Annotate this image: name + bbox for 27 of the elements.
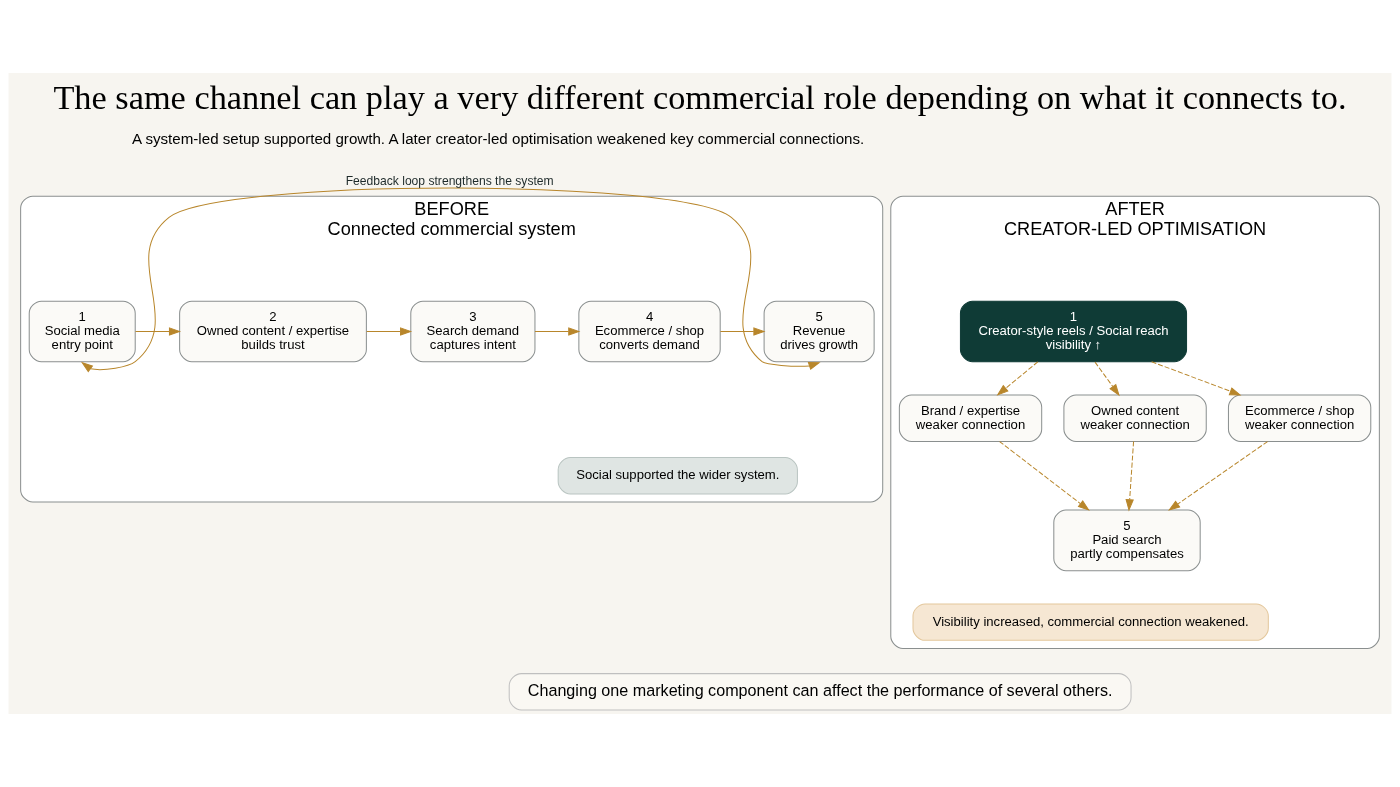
- arrow: [135, 327, 182, 336]
- node-box: 4 Ecommerce / shop converts demand: [578, 300, 721, 363]
- node-box: Changing one marketing component can affect the performance of several others.: [508, 673, 1132, 711]
- node-box: Visibility increased, commercial connection weakened.: [912, 603, 1269, 641]
- label: A system-led setup supported growth. A later creator-led optimisation weakened key commercial connections.: [131, 130, 865, 148]
- node-box: 3 Search demand captures intent: [410, 300, 536, 363]
- node-box: 1 Creator-style reels / Social reach visibility ↑: [959, 300, 1188, 363]
- node-box: Brand / expertise weaker connection: [898, 394, 1043, 442]
- arrow: [81, 187, 821, 373]
- node-box: 5 Paid search partly compensates: [1053, 509, 1201, 572]
- node-box: 5 Revenue drives growth: [763, 300, 875, 363]
- node-box: Owned content weaker connection: [1063, 394, 1207, 442]
- arrow: [999, 441, 1090, 511]
- node-box: 1 Social media entry point: [28, 300, 136, 363]
- node-box: 2 Owned content / expertise builds trust: [179, 300, 367, 363]
- arrow: [1094, 361, 1120, 397]
- arrow: [1125, 441, 1135, 512]
- arrow: [1151, 361, 1242, 396]
- arrow: [719, 327, 766, 336]
- node-box: Social supported the wider system.: [557, 457, 798, 495]
- arrow: [534, 327, 581, 336]
- node-box: Ecommerce / shop weaker connection: [1227, 394, 1372, 442]
- arrow: [996, 361, 1039, 396]
- edge-label: Feedback loop strengthens the system: [345, 173, 554, 188]
- diagram-title: The same channel can play a very different commercial role depending on what it connects to.: [53, 77, 1347, 116]
- arrow: [366, 327, 413, 336]
- arrow: [1168, 441, 1269, 511]
